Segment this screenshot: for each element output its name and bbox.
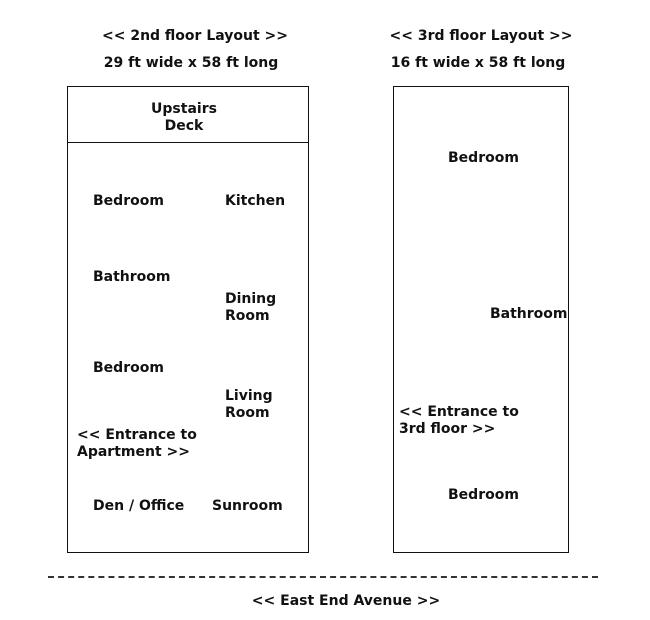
deck-divider <box>67 142 309 143</box>
upstairs-deck-label: Upstairs Deck <box>151 101 217 134</box>
floor3-bedroom-bottom-label: Bedroom <box>448 487 519 503</box>
street-label: << East End Avenue >> <box>251 593 441 609</box>
den-office-label: Den / Office <box>93 498 185 514</box>
floor3-entrance-label: << Entrance to 3rd floor >> <box>399 404 519 437</box>
floor3-bedroom-top-label: Bedroom <box>448 150 519 166</box>
sunroom-label: Sunroom <box>212 498 283 514</box>
floor2-dimensions: 29 ft wide x 58 ft long <box>103 55 279 71</box>
floor3-bathroom-label: Bathroom <box>490 306 568 322</box>
street-dashed-line <box>48 576 598 578</box>
floor3-dimensions: 16 ft wide x 58 ft long <box>390 55 566 71</box>
floor2-bedroom-1-label: Bedroom <box>93 193 164 209</box>
floor3-outline <box>393 86 569 553</box>
floor2-title: << 2nd floor Layout >> <box>101 28 289 44</box>
apartment-entrance-label: << Entrance to Apartment >> <box>77 427 197 460</box>
dining-room-label: Dining Room <box>225 291 277 324</box>
floor3-title: << 3rd floor Layout >> <box>389 28 573 44</box>
kitchen-label: Kitchen <box>225 193 286 209</box>
living-room-label: Living Room <box>225 388 273 421</box>
floor2-outline <box>67 86 309 553</box>
floor2-bathroom-label: Bathroom <box>93 269 171 285</box>
floor2-bedroom-2-label: Bedroom <box>93 360 164 376</box>
